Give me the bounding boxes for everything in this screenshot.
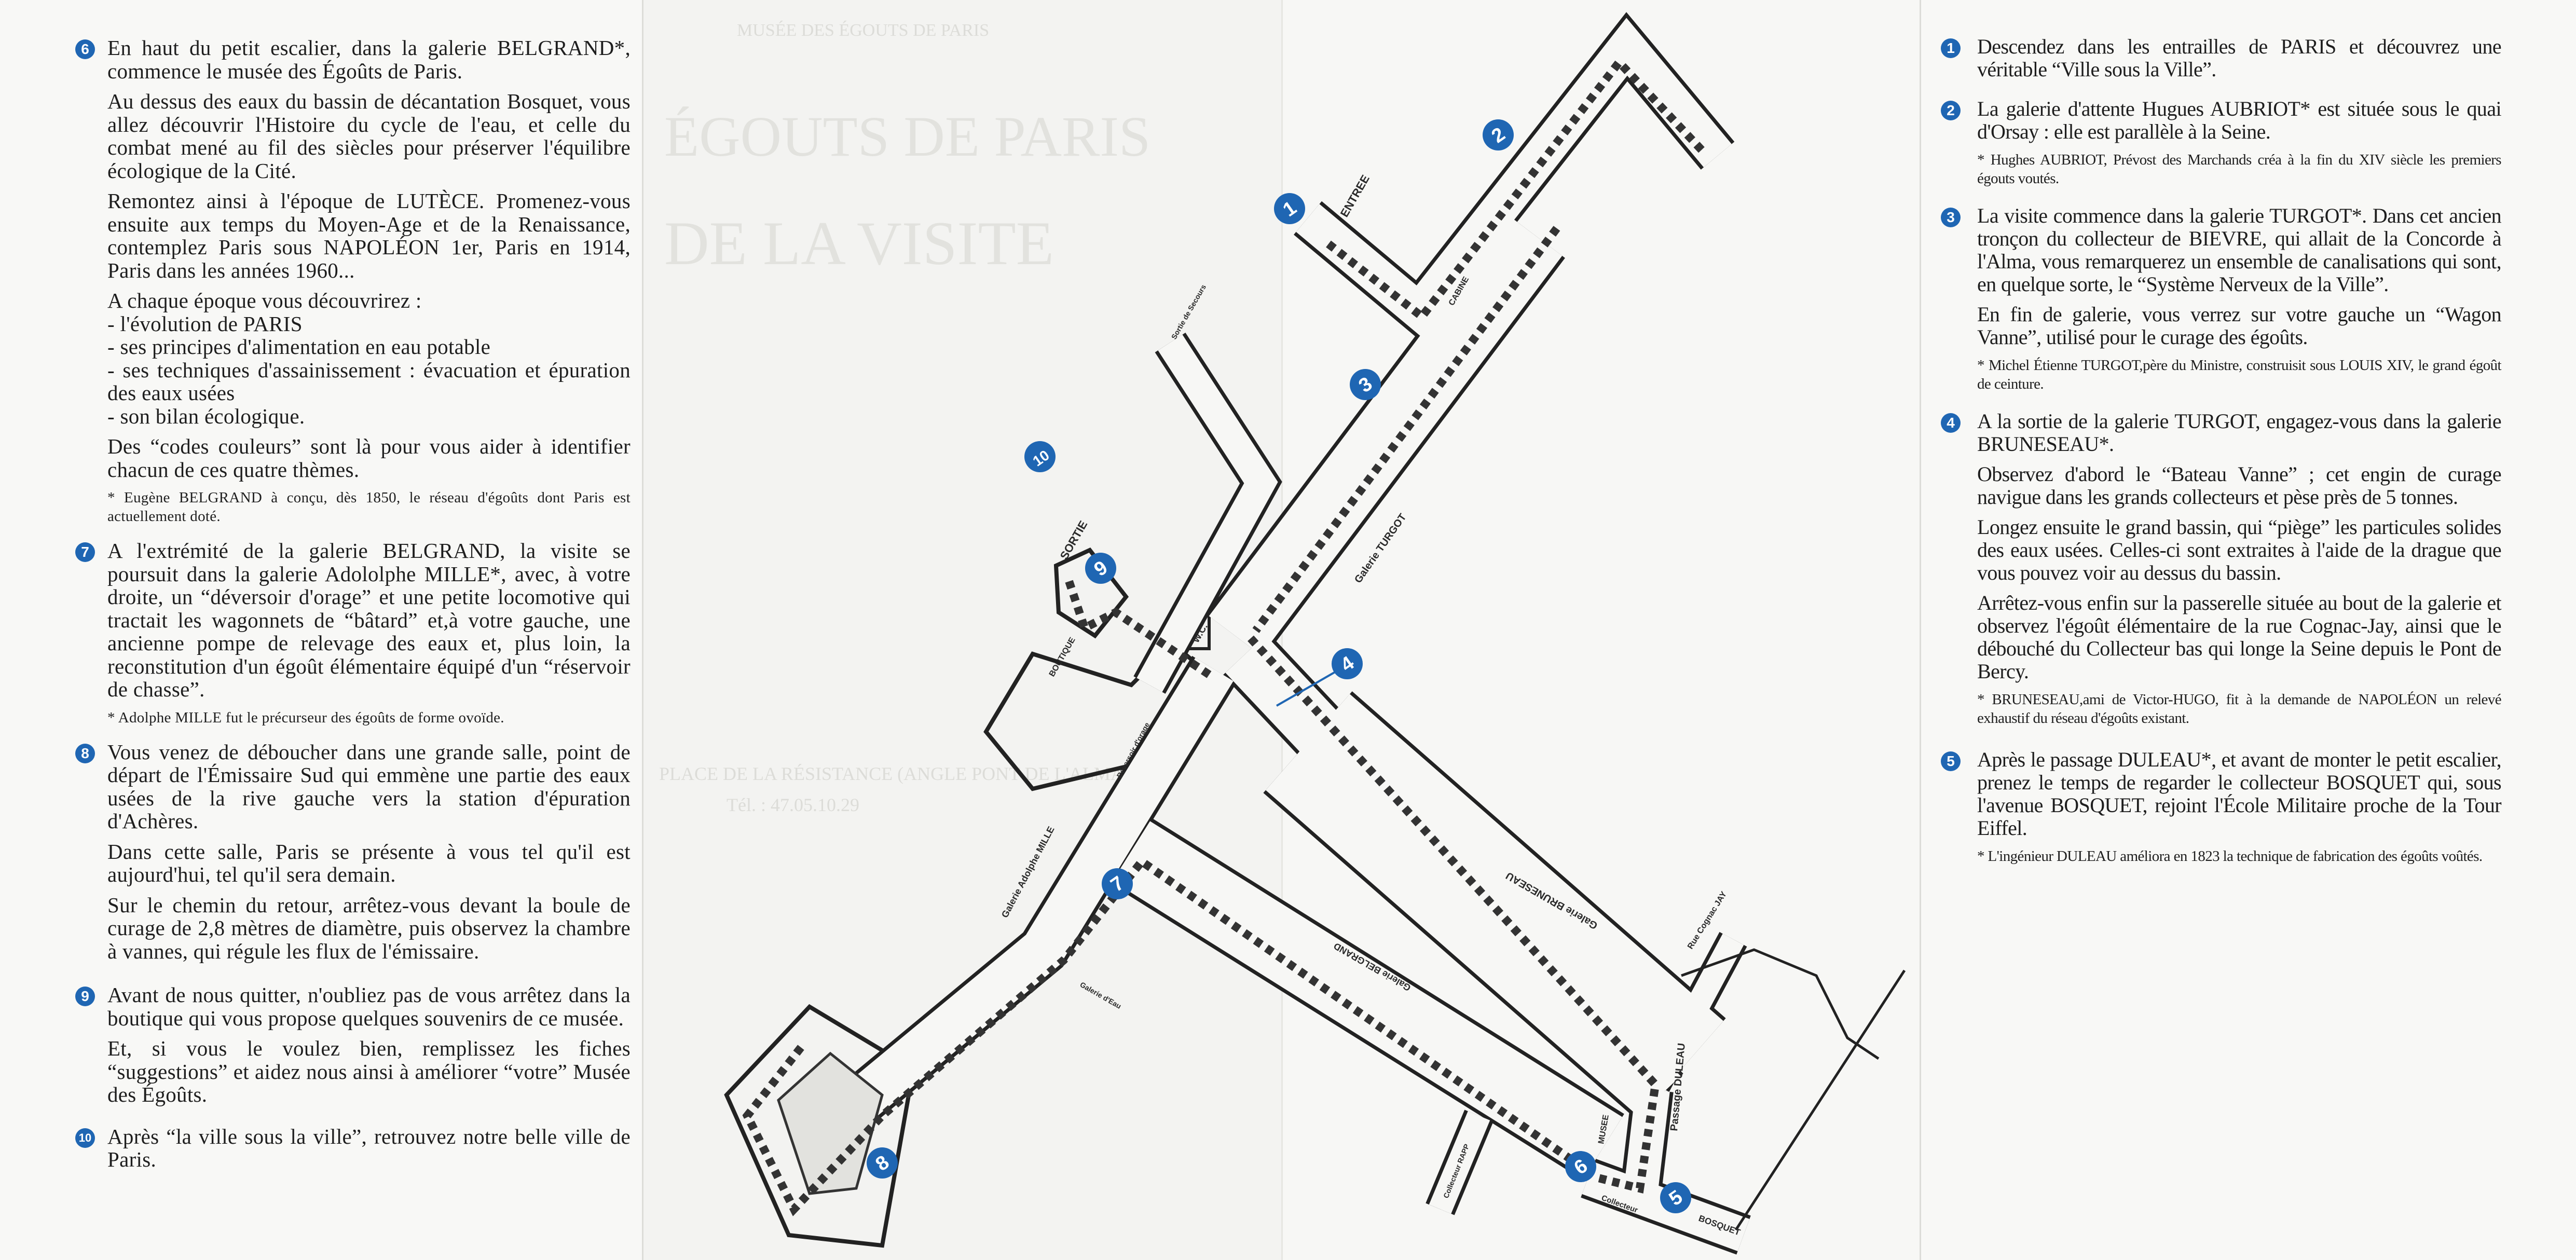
section-9: 9 Avant de nous quitter, n'oubliez pas d… (75, 983, 631, 1106)
step-marker-7: 7 (75, 542, 95, 562)
visit-route (742, 56, 1705, 1216)
map-marker-4: 4 (1332, 648, 1363, 679)
map-marker-2: 2 (1483, 119, 1514, 150)
map-markers: 1 2 3 4 5 6 7 8 9 10 (867, 119, 1691, 1213)
section-6: 6 En haut du petit escalier, dans la gal… (75, 36, 631, 526)
paragraph: A l'extrémité de la galerie BELGRAND, la… (107, 539, 631, 701)
map-marker-circle (1483, 119, 1514, 150)
map-marker-circle (1024, 441, 1056, 472)
step-marker-5: 5 (1941, 751, 1961, 771)
map-boundary-line (1734, 969, 1906, 1231)
map-marker-circle (1350, 369, 1381, 400)
step-marker-10: 10 (75, 1128, 95, 1148)
map-marker-7: 7 (1102, 868, 1133, 899)
map-marker-circle (1274, 193, 1305, 224)
paragraph: Vous venez de déboucher dans une grande … (107, 739, 631, 833)
map-marker-6: 6 (1565, 1151, 1596, 1182)
map-marker-circle (1660, 1182, 1691, 1213)
map-marker-5: 5 (1660, 1182, 1691, 1213)
list-item: - ses techniques d'assainissement : évac… (107, 358, 631, 405)
paragraph: Après “la ville sous la ville”, retrouve… (107, 1124, 631, 1171)
step-marker-1: 1 (1941, 38, 1961, 58)
footnote: * Michel Étienne TURGOT,père du Ministre… (1977, 357, 2502, 392)
footnote: * Hughes AUBRIOT, Prévost des Marchands … (1977, 152, 2502, 187)
show-through-phone: Tél. : 47.05.10.29 (727, 795, 859, 815)
paragraph: La visite commence dans la galerie TURGO… (1977, 204, 2502, 296)
map-marker-circle (867, 1147, 898, 1179)
map-marker-10: 10 (1024, 441, 1056, 472)
paragraph: Au dessus des eaux du bassin de décantat… (107, 89, 631, 183)
paragraph: Observez d'abord le “Bateau Vanne” ; cet… (1977, 462, 2502, 509)
list-item: - l'évolution de PARIS (107, 311, 303, 336)
step-marker-3: 3 (1941, 208, 1961, 227)
fold-line (642, 0, 643, 1260)
show-through-header: MUSÉE DES ÉGOUTS DE PARIS (737, 21, 990, 40)
map-marker-3: 3 (1350, 369, 1381, 400)
footnote: * Adolphe MILLE fut le précurseur des ég… (107, 709, 504, 726)
paragraph: Descendez dans les entrailles de PARIS e… (1977, 35, 2502, 81)
show-through-address: PLACE DE LA RÉSISTANCE (ANGLE PONT DE L'… (659, 763, 1130, 784)
left-page (0, 0, 642, 1260)
map-label-boutique: BOUTIQUE (1048, 636, 1077, 678)
right-column: 1 Descendez dans les entrailles de PARIS… (1941, 35, 2502, 873)
step-marker-2: 2 (1941, 101, 1961, 120)
paragraph: Sur le chemin du retour, arrêtez-vous de… (107, 893, 631, 963)
map-label-galerie-eau: Galerie d'Eau (1079, 980, 1123, 1010)
paragraph: Dans cette salle, Paris se présente à vo… (107, 839, 631, 886)
paragraph: Et, si vous le voulez bien, remplissez l… (107, 1036, 631, 1106)
section-5: 5 Après le passage DULEAU*, et avant de … (1941, 748, 2502, 866)
room-8 (724, 1004, 916, 1248)
section-7: 7 A l'extrémité de la galerie BELGRAND, … (75, 539, 631, 727)
left-column: 6 En haut du petit escalier, dans la gal… (75, 36, 631, 1179)
map-marker-circle (1085, 553, 1116, 584)
show-through-title-1: DE LA VISITE (664, 209, 1054, 278)
fold-line (1920, 0, 1921, 1260)
room-10 (1053, 547, 1129, 639)
section-4: 4 A la sortie de la galerie TURGOT, enga… (1941, 409, 2502, 728)
building-outline (1681, 948, 1880, 1060)
right-page (1920, 0, 2576, 1260)
step-marker-8: 8 (75, 743, 95, 763)
map-marker-circle (1332, 648, 1363, 679)
paragraph: Avant de nous quitter, n'oubliez pas de … (107, 983, 631, 1030)
footnote: * Eugène BELGRAND à conçu, dès 1850, le … (107, 489, 631, 525)
section-1: 1 Descendez dans les entrailles de PARIS… (1941, 35, 2502, 81)
paragraph: En haut du petit escalier, dans la galer… (107, 36, 631, 83)
paragraph: Arrêtez-vous enfin sur la passerelle sit… (1977, 591, 2502, 683)
list-item: - son bilan écologique. (107, 404, 305, 428)
room-8-basin (777, 1051, 884, 1195)
map-label-sortie-secours: Sortie de Secours (1170, 283, 1208, 340)
show-through-title-2: ÉGOUTS DE PARIS (664, 105, 1151, 168)
paragraph: A la sortie de la galerie TURGOT, engage… (1977, 409, 2502, 456)
map-marker-8: 8 (867, 1147, 898, 1179)
map-label-entree: ENTREE (1338, 173, 1372, 220)
section-8: 8 Vous venez de déboucher dans une grand… (75, 739, 631, 963)
paragraph: Des “codes couleurs” sont là pour vous a… (107, 434, 631, 482)
section-2: 2 La galerie d'attente Hugues AUBRIOT* e… (1941, 97, 2502, 188)
step-marker-4: 4 (1941, 413, 1961, 433)
footnote: * L'ingénieur DULEAU améliora en 1823 la… (1977, 848, 2483, 865)
paragraph: Remontez ainsi à l'époque de LUTÈCE. Pro… (107, 189, 631, 282)
section-10: 10 Après “la ville sous la ville”, retro… (75, 1125, 631, 1171)
map-marker-1: 1 (1274, 193, 1305, 224)
marker-4-leader (1276, 666, 1345, 707)
step-marker-6: 6 (75, 39, 95, 59)
map-marker-9: 9 (1085, 553, 1116, 584)
room-boutique (983, 640, 1212, 791)
map-marker-circle (1565, 1151, 1596, 1182)
section-3: 3 La visite commence dans la galerie TUR… (1941, 204, 2502, 393)
list-item: - ses principes d'alimentation en eau po… (107, 335, 491, 359)
paragraph: La galerie d'attente Hugues AUBRIOT* est… (1977, 97, 2502, 143)
step-marker-9: 9 (75, 987, 95, 1006)
map-marker-circle (1102, 868, 1133, 899)
paragraph: Longez ensuite le grand bassin, qui “piè… (1977, 515, 2502, 584)
paragraph: Après le passage DULEAU*, et avant de mo… (1977, 748, 2502, 840)
map-corridors (724, 12, 1906, 1255)
paragraph: A chaque époque vous découvrirez : (107, 289, 422, 312)
footnote: * BRUNESEAU,ami de Victor-HUGO, fit à la… (1977, 691, 2502, 727)
paragraph: En fin de galerie, vous verrez sur votre… (1977, 303, 2502, 349)
